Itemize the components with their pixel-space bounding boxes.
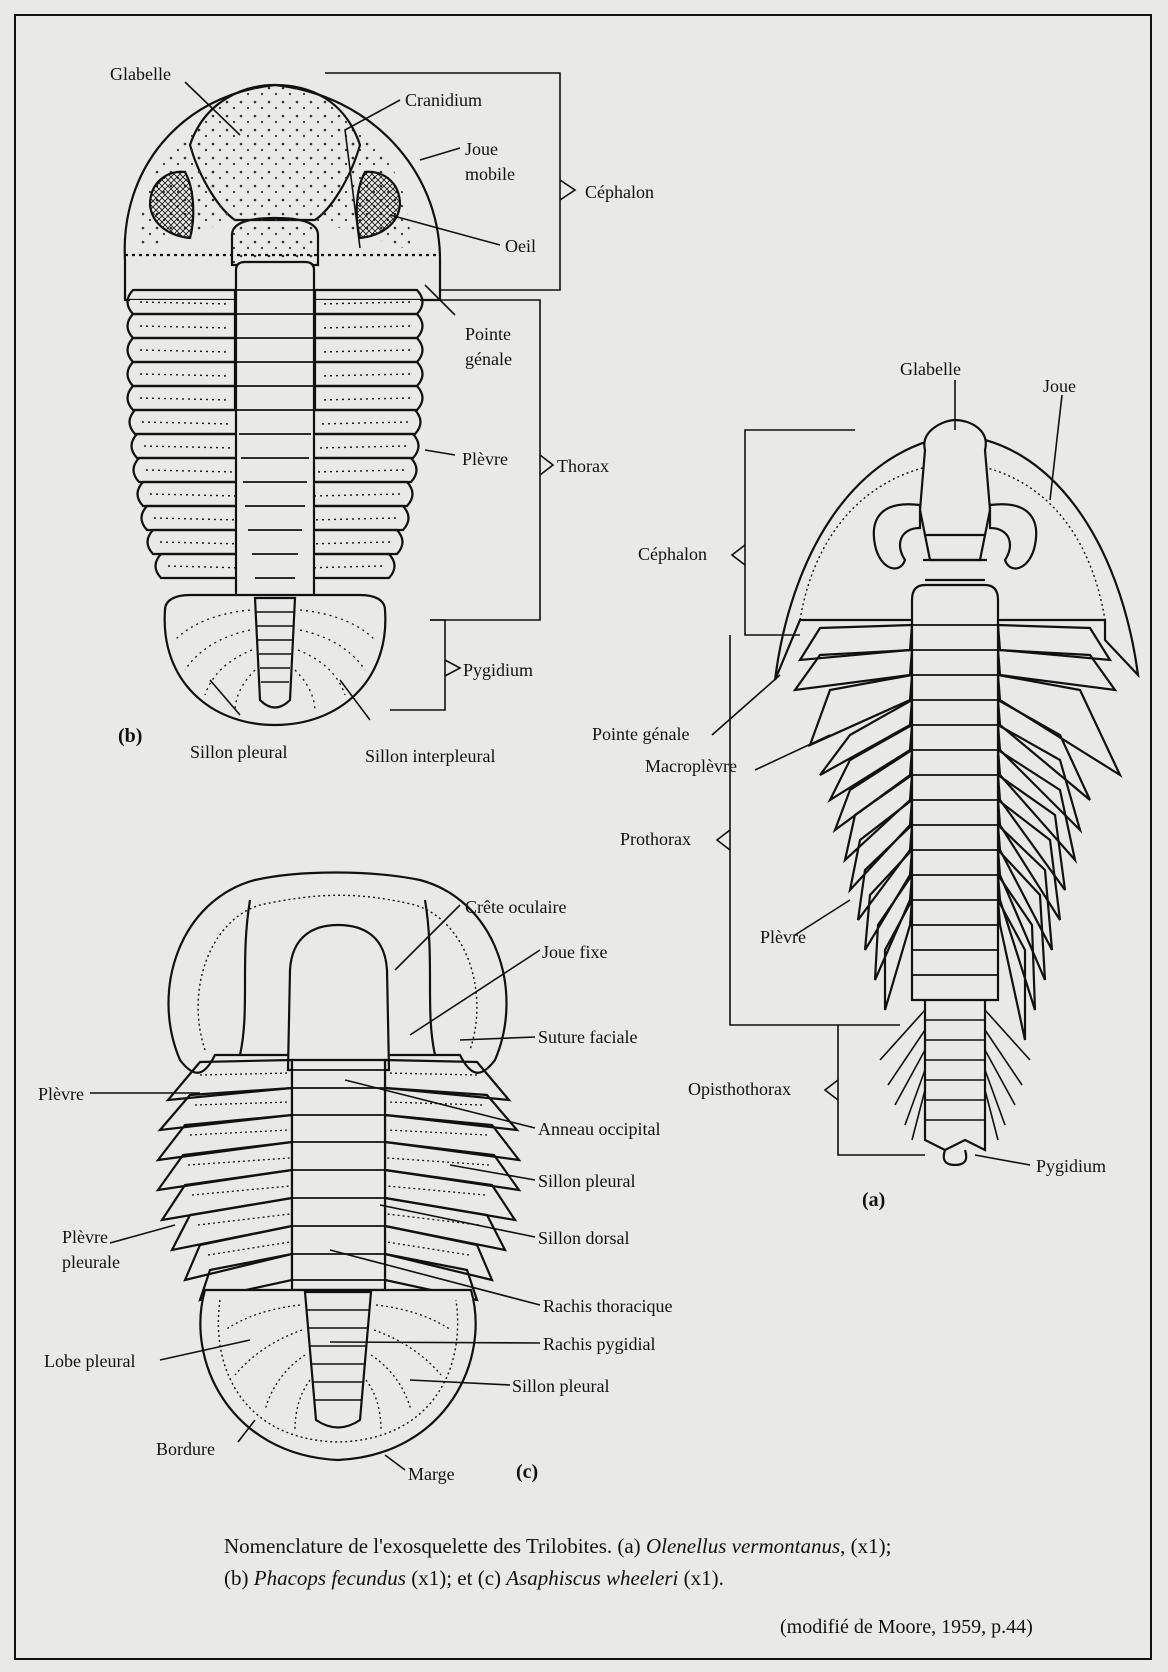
- label-c-plevre-pleurale-1: Plèvre: [62, 1227, 108, 1247]
- label-a-plevre: Plèvre: [760, 927, 806, 947]
- label-c-plevre-pleurale-2: pleurale: [62, 1252, 120, 1272]
- caption-part5: (x1).: [678, 1566, 724, 1590]
- label-b-joue-mobile-2: mobile: [465, 164, 515, 184]
- label-b-cephalon: Céphalon: [585, 182, 654, 202]
- label-c-plevre: Plèvre: [38, 1084, 84, 1104]
- label-b-sillon-pleural: Sillon pleural: [190, 742, 288, 762]
- label-b-oeil: Oeil: [505, 236, 536, 256]
- trilobite-a: [775, 420, 1138, 1165]
- panel-b: (b): [118, 725, 142, 747]
- label-c-anneau-occipital: Anneau occipital: [538, 1119, 660, 1139]
- label-c-bordure: Bordure: [156, 1439, 215, 1459]
- label-a-glabelle: Glabelle: [900, 359, 961, 379]
- label-c-crete-oculaire: Crête oculaire: [465, 897, 566, 917]
- label-c-sillon-pleural-2: Sillon pleural: [512, 1376, 610, 1396]
- label-b-plevre: Plèvre: [462, 449, 508, 469]
- label-c-marge: Marge: [408, 1464, 455, 1484]
- caption-part3: (b): [224, 1566, 254, 1590]
- label-b-cranidium: Cranidium: [405, 90, 482, 110]
- caption-species-a: Olenellus vermontanus: [646, 1534, 840, 1558]
- label-c-lobe-pleural: Lobe pleural: [44, 1351, 135, 1371]
- label-c-rachis-pygidial: Rachis pygidial: [543, 1334, 655, 1354]
- label-a-prothorax: Prothorax: [620, 829, 691, 849]
- label-c-rachis-thoracique: Rachis thoracique: [543, 1296, 672, 1316]
- label-a-pointe-genale: Pointe génale: [592, 724, 689, 744]
- label-b-glabelle: Glabelle: [110, 64, 171, 84]
- label-a-cephalon: Céphalon: [638, 544, 707, 564]
- caption-species-b: Phacops fecundus: [254, 1566, 406, 1590]
- label-c-sillon-dorsal: Sillon dorsal: [538, 1228, 630, 1248]
- caption-part2: , (x1);: [840, 1534, 891, 1558]
- label-a-opisthothorax: Opisthothorax: [688, 1079, 791, 1099]
- label-c-suture-faciale: Suture faciale: [538, 1027, 637, 1047]
- label-c-joue-fixe: Joue fixe: [542, 942, 607, 962]
- figure-caption: Nomenclature de l'exosquelette des Trilo…: [224, 1530, 1124, 1594]
- label-a-pygidium: Pygidium: [1036, 1156, 1106, 1176]
- figure-source: (modifié de Moore, 1959, p.44): [780, 1616, 1033, 1639]
- caption-part4: (x1); et (c): [406, 1566, 506, 1590]
- label-b-pointe-genale-2: génale: [465, 349, 512, 369]
- panel-a: (a): [862, 1189, 885, 1211]
- label-a-macroplevre: Macroplèvre: [645, 756, 737, 776]
- trilobite-b: [125, 85, 440, 725]
- label-b-pointe-genale-1: Pointe: [465, 324, 511, 344]
- caption-part1: Nomenclature de l'exosquelette des Trilo…: [224, 1534, 646, 1558]
- panel-c: (c): [516, 1461, 538, 1483]
- label-a-joue: Joue: [1043, 376, 1076, 396]
- label-b-joue-mobile-1: Joue: [465, 139, 498, 159]
- label-b-sillon-interpleural: Sillon interpleural: [365, 746, 495, 766]
- label-c-sillon-pleural: Sillon pleural: [538, 1171, 636, 1191]
- trilobite-c: [158, 873, 519, 1461]
- label-b-pygidium: Pygidium: [463, 660, 533, 680]
- label-b-thorax: Thorax: [557, 456, 609, 476]
- caption-species-c: Asaphiscus wheeleri: [506, 1566, 678, 1590]
